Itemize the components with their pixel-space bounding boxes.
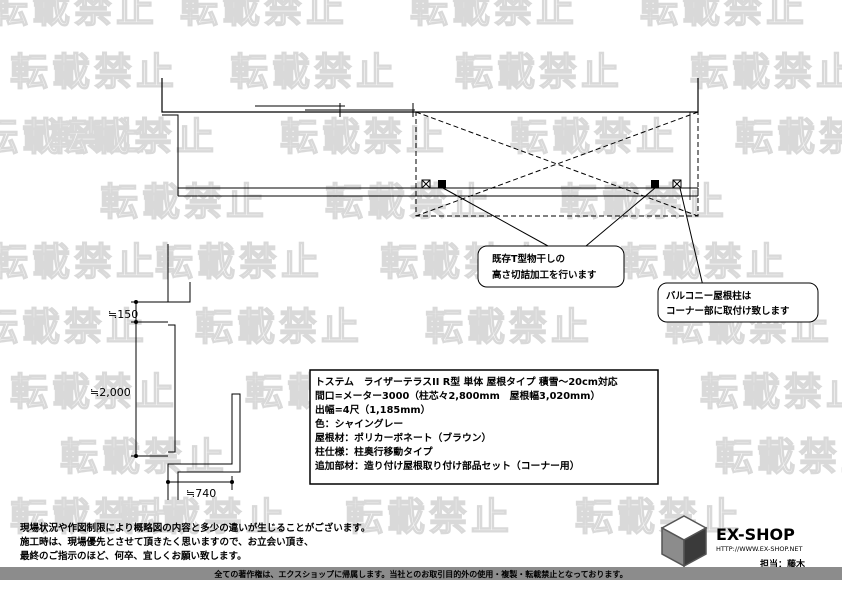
watermark-text: 転載禁止 [0, 0, 158, 31]
section-wall [167, 244, 191, 303]
watermark-text: 転載禁止 [455, 50, 623, 94]
spec-line: 柱仕様：柱奥行移動タイプ [315, 445, 433, 458]
note-line: 施工時は、現場優先とさせて頂きたく思いますので、お立会い頂き、 [20, 536, 313, 548]
copyright-notice: 全ての著作権は、エクスショップに帰属します。当社とのお取引目的外の使用・複製・転… [213, 569, 627, 579]
watermark-text: 転載禁止 [10, 495, 178, 539]
dim-tick [134, 300, 138, 304]
roof-diagonal [415, 111, 699, 217]
leader-line [585, 187, 656, 247]
callout-box [657, 282, 819, 323]
watermark-text: 転載禁止 [100, 180, 268, 224]
spec-line: 追加部材：造り付け屋根取り付け部品セット（コーナー用） [315, 459, 580, 472]
post-markers [421, 179, 682, 189]
spec-box: トステム ライザーテラスII R型 単体 屋根タイプ 積雪～20cm対応 間口=… [309, 369, 659, 485]
leader-line [442, 187, 549, 247]
spec-line: 屋根材：ポリカーボネート（ブラウン） [315, 431, 491, 444]
note-line: 現場状況や作図制限により概略図の内容と多少の違いが生じることがございます。 [20, 522, 370, 534]
dim-tick [134, 454, 138, 458]
watermark-text: 転載禁止 [510, 115, 678, 159]
dim-tick [134, 320, 138, 324]
callout-balcony-post: バルコニー屋根柱は コーナー部に取付け致します [657, 282, 819, 323]
spec-box-frame [309, 369, 659, 485]
leader-lines [442, 187, 704, 287]
notes: 現場状況や作図制限により概略図の内容と多少の違いが生じることがございます。 施工… [20, 522, 370, 562]
watermark-text: 転載禁止 [325, 180, 493, 224]
watermark-text: 転載禁止 [0, 240, 158, 284]
watermark-text: 転載禁止 [715, 435, 842, 479]
plan-outer-wall [161, 78, 699, 113]
roof-post-icon [672, 179, 682, 189]
watermark-layer: 転載禁止 転載禁止 転載禁止 転載禁止 転載禁止 転載禁止 転載禁止 転載禁止 … [0, 0, 842, 540]
logo-url: HTTP://WWW.EX-SHOP.NET [716, 545, 802, 553]
watermark-text: 転載禁止 [0, 305, 148, 349]
callout-text: 既存T型物干しの [492, 253, 565, 265]
dimension-depth: ≒740 [186, 487, 216, 500]
callout-box [477, 245, 625, 288]
section-parapet [167, 393, 241, 500]
watermark-text: 転載禁止 [345, 495, 513, 539]
footer-bar [0, 567, 842, 580]
watermark-text: 転載禁止 [120, 495, 288, 539]
roof-outline [415, 111, 699, 217]
dim-ticks [134, 300, 234, 484]
watermark-text: 転載禁止 [280, 115, 448, 159]
watermark-text: 転載禁止 [735, 115, 842, 159]
callout-text: コーナー部に取付け致します [666, 305, 790, 317]
section-view [131, 244, 241, 500]
spec-line: トステム ライザーテラスII R型 単体 屋根タイプ 積雪～20cm対応 [315, 375, 618, 388]
dryer-post-icon [651, 180, 659, 188]
dimension-height: ≒2,000 [90, 386, 131, 399]
dim-tick [166, 480, 170, 484]
watermark-text: 転載禁止 [575, 495, 743, 539]
watermark-text: 転載禁止 [620, 240, 788, 284]
cube-icon [660, 515, 708, 568]
watermark-text: 転載禁止 [640, 0, 808, 31]
watermark-text: 転載禁止 [10, 50, 178, 94]
watermark-text: 転載禁止 [50, 115, 218, 159]
watermark-text: 転載禁止 [180, 0, 348, 31]
watermark-text: 転載禁止 [410, 0, 578, 31]
callout-text: バルコニー屋根柱は [666, 290, 752, 302]
note-line: 最終のご指示のほど、何卒、宜しくお願い致します。 [20, 550, 247, 562]
dryer-post-icon [438, 180, 446, 188]
watermark-text: 転載禁止 [0, 115, 148, 159]
spec-line: 出幅=4尺（1,185mm） [315, 403, 430, 416]
ex-shop-logo: EX-SHOP HTTP://WWW.EX-SHOP.NET 担当：藤木 [660, 515, 806, 570]
watermark-text: 転載禁止 [10, 370, 178, 414]
section-roof-bracket [168, 324, 176, 453]
logo-name: EX-SHOP [716, 525, 795, 544]
existing-post-icon [421, 179, 431, 189]
dim-tick [230, 480, 234, 484]
watermark-text: 転載禁止 [560, 180, 728, 224]
watermark-text: 転載禁止 [155, 240, 323, 284]
dimension-top: ≒150 [108, 308, 138, 321]
leader-line [679, 187, 704, 287]
watermark-text: 転載禁止 [230, 50, 398, 94]
watermark-text: 転載禁止 [700, 370, 842, 414]
watermark-text: 転載禁止 [425, 305, 593, 349]
callout-text: 高さ切詰加工を行います [492, 269, 597, 281]
watermark-text: 転載禁止 [690, 50, 842, 94]
spec-line: 色：シャイングレー [315, 417, 403, 430]
spec-line: 間口=メーター3000（柱芯々2,800mm 屋根幅3,020mm） [315, 389, 600, 402]
watermark-text: 転載禁止 [195, 305, 363, 349]
callout-existing-dryer: 既存T型物干しの 高さ切詰加工を行います [477, 245, 625, 288]
